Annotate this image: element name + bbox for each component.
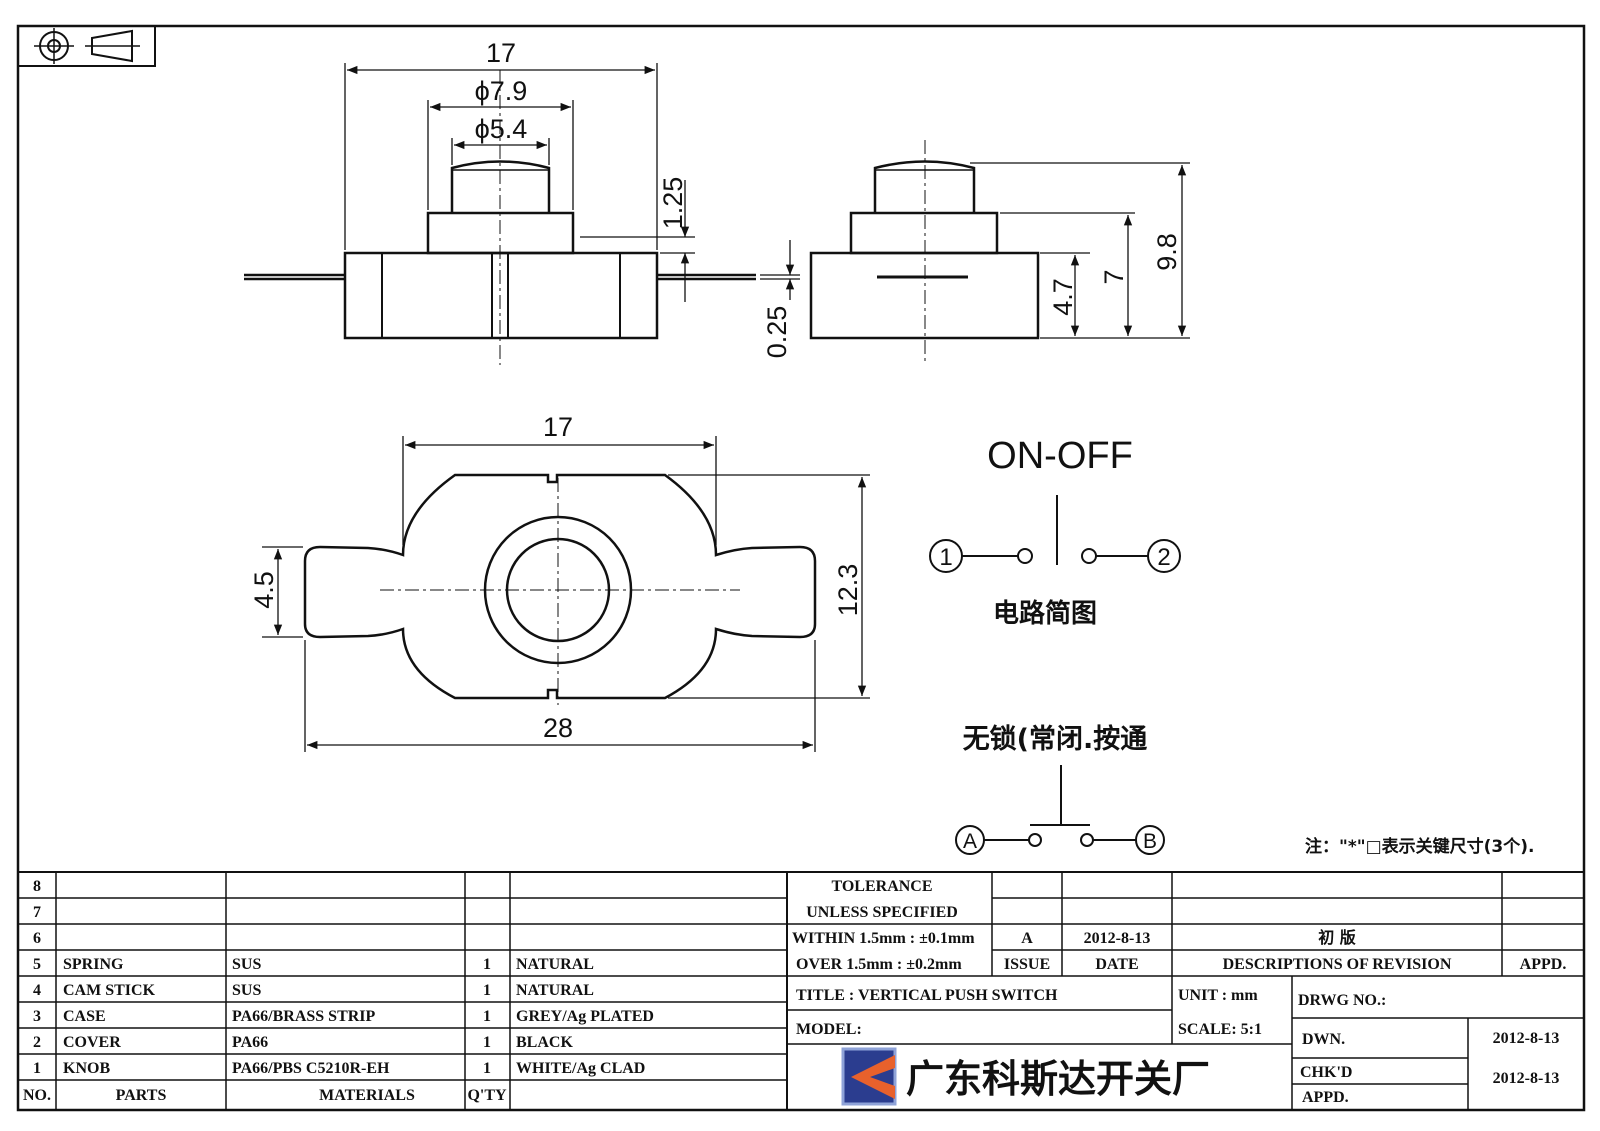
bom-row-qty: 1 <box>483 1034 491 1051</box>
bom-row-finish: NATURAL <box>516 956 594 973</box>
circuit-diagram-no-lock <box>955 765 1165 855</box>
dwn-label: DWN. <box>1302 1031 1345 1048</box>
bom-row-finish: GREY/Ag PLATED <box>516 1008 654 1025</box>
bom-row-qty: 1 <box>483 1008 491 1025</box>
title-block-grid <box>18 871 1584 1110</box>
circuit-node-b: B <box>1143 830 1157 853</box>
dim-plan-depth: 12.3 <box>833 564 863 617</box>
bom-row-no: 3 <box>33 1008 41 1025</box>
company-logo-icon <box>841 1047 897 1106</box>
front-view-dimensions <box>344 63 800 302</box>
bom-row-finish: NATURAL <box>516 982 594 999</box>
sheet-border <box>16 24 1586 1112</box>
bom-row-no: 8 <box>33 878 41 895</box>
dim-plan-width: 17 <box>543 412 573 442</box>
chkd-label: CHK'D <box>1300 1064 1352 1081</box>
circuit-caption: 电路简图 <box>993 598 1097 629</box>
plan-view-dimensions <box>262 436 870 752</box>
bom-row-material: SUS <box>232 982 261 999</box>
dim-side-height-total: 9.8 <box>1152 233 1182 271</box>
dim-top-dia-inner: ϕ5.4 <box>475 114 528 144</box>
nolock-caption: 无锁(常闭.按通 <box>963 723 1148 755</box>
chk-date: 2012-8-13 <box>1493 1070 1560 1087</box>
dim-knob-height: 1.25 <box>658 177 688 230</box>
tolerance-title: TOLERANCE <box>831 878 932 895</box>
bom-row-no: 5 <box>33 956 41 973</box>
revision-desc-label: DESCRIPTIONS OF REVISION <box>1223 956 1452 973</box>
bom-row-no: 1 <box>33 1060 41 1077</box>
note-text: 注："*"□表示关键尺寸(3个). <box>1305 836 1535 857</box>
revision-date-label: DATE <box>1095 956 1138 973</box>
side-view <box>809 140 1040 365</box>
bom-row-qty: 1 <box>483 956 491 973</box>
dim-top-dia-outer: ϕ7.9 <box>475 76 528 106</box>
dim-side-height-a: 4.7 <box>1048 278 1078 316</box>
dim-terminal-thickness: 0.25 <box>762 306 792 359</box>
tolerance-over: OVER 1.5mm : ±0.2mm <box>796 956 962 973</box>
bom-row-finish: WHITE/Ag CLAD <box>516 1060 645 1077</box>
circuit-diagram-on-off <box>929 495 1181 573</box>
scale-label: SCALE: 5:1 <box>1178 1021 1262 1038</box>
bom-row-part: SPRING <box>63 956 124 973</box>
circuit-title: ON-OFF <box>987 435 1133 477</box>
dwn-date: 2012-8-13 <box>1493 1030 1560 1047</box>
bom-row-part: COVER <box>63 1034 121 1051</box>
circuit-node-2: 2 <box>1157 544 1170 571</box>
bom-row-no: 7 <box>33 904 41 921</box>
drawing-title: TITLE : VERTICAL PUSH SWITCH <box>796 987 1058 1004</box>
bom-row-part: CASE <box>63 1008 106 1025</box>
tolerance-subtitle: UNLESS SPECIFIED <box>806 904 958 921</box>
bom-row-qty: 1 <box>483 982 491 999</box>
dim-plan-terminal: 4.5 <box>249 571 279 609</box>
bom-row-material: PA66/BRASS STRIP <box>232 1008 376 1025</box>
drwg-no-label: DRWG NO.: <box>1298 992 1386 1009</box>
front-view <box>244 70 756 365</box>
plan-view <box>303 473 817 705</box>
side-view-dimensions <box>970 162 1190 339</box>
bom-row-material: PA66 <box>232 1034 268 1051</box>
bom-header-no: NO. <box>23 1087 51 1104</box>
circuit-node-a: A <box>963 830 977 853</box>
revision-date: 2012-8-13 <box>1084 930 1151 947</box>
bom-row-no: 6 <box>33 930 41 947</box>
revision-appd-label: APPD. <box>1520 956 1567 973</box>
bom-header-qty: Q'TY <box>467 1087 507 1104</box>
unit-label: UNIT : mm <box>1178 987 1258 1004</box>
revision-description: 初 版 <box>1318 928 1356 947</box>
bom-header-parts: PARTS <box>116 1087 167 1104</box>
model-label: MODEL: <box>796 1021 862 1038</box>
revision-issue: A <box>1021 930 1033 947</box>
dim-plan-overall: 28 <box>543 713 573 743</box>
bom-row-no: 4 <box>33 982 41 999</box>
bom-row-qty: 1 <box>483 1060 491 1077</box>
bom-row-part: KNOB <box>63 1060 110 1077</box>
projection-symbol-icon <box>17 25 156 67</box>
circuit-node-1: 1 <box>939 544 952 571</box>
bom-row-part: CAM STICK <box>63 982 156 999</box>
bom-row-no: 2 <box>33 1034 41 1051</box>
revision-issue-label: ISSUE <box>1004 956 1050 973</box>
company-name: 广东科斯达开关厂 <box>906 1057 1210 1101</box>
bom-row-material: SUS <box>232 956 261 973</box>
bom-row-finish: BLACK <box>516 1034 573 1051</box>
bom-header-materials: MATERIALS <box>319 1087 415 1104</box>
bom-row-material: PA66/PBS C5210R-EH <box>232 1060 390 1077</box>
dim-top-width: 17 <box>486 38 516 68</box>
tolerance-within: WITHIN 1.5mm : ±0.1mm <box>792 930 975 947</box>
appd-label: APPD. <box>1302 1089 1349 1106</box>
dim-side-height-b: 7 <box>1099 269 1129 284</box>
